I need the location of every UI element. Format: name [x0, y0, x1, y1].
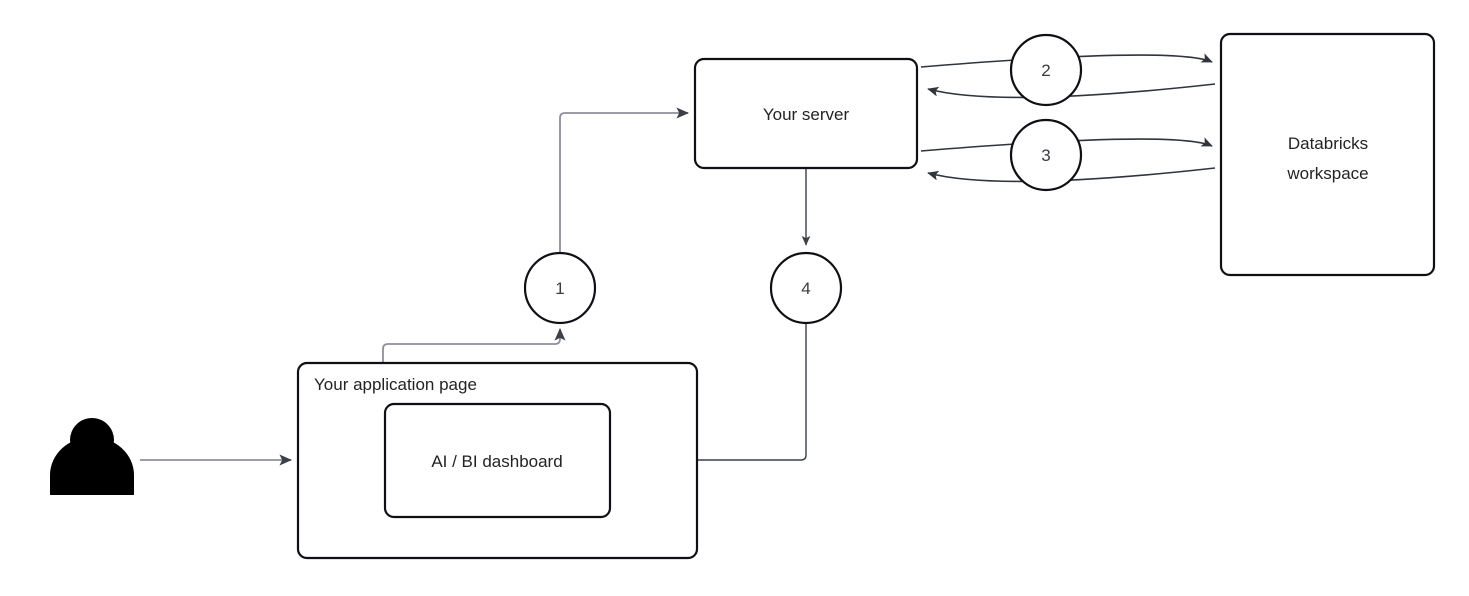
your-application-page-label: Your application page	[314, 375, 477, 394]
node-your-application-page[interactable]: Your application page AI / BI dashboard	[296, 361, 699, 560]
ai-bi-dashboard-box[interactable]	[383, 402, 612, 519]
step-marker-4[interactable]: 4	[769, 251, 843, 325]
databricks-workspace-label-line1: Databricks	[1288, 134, 1368, 153]
step-marker-2[interactable]: 2	[1009, 33, 1083, 107]
step-3-circle[interactable]	[1009, 118, 1083, 192]
actor-user-icon	[50, 418, 134, 495]
step-marker-3[interactable]: 3	[1009, 118, 1083, 192]
connector-step-4-to-dashboard	[618, 323, 807, 465]
node-your-server[interactable]: Your server	[693, 57, 919, 170]
connector-step-1-to-server	[559, 107, 690, 253]
actor-body-icon	[50, 437, 134, 495]
step-2-label: 2	[1041, 61, 1050, 80]
step-1-label: 1	[555, 279, 564, 298]
step-1-circle[interactable]	[523, 251, 597, 325]
step-marker-1[interactable]: 1	[523, 251, 597, 325]
databricks-workspace-box[interactable]	[1219, 32, 1436, 277]
step-4-circle[interactable]	[769, 251, 843, 325]
your-server-label: Your server	[763, 105, 850, 124]
connector-app-page-to-step-1	[382, 327, 566, 362]
step-2-circle[interactable]	[1009, 33, 1083, 107]
databricks-workspace-label-line2: workspace	[1286, 164, 1368, 183]
step-4-label: 4	[801, 279, 810, 298]
your-server-box[interactable]	[693, 57, 919, 170]
node-databricks-workspace[interactable]: Databricks workspace	[1219, 32, 1436, 277]
ai-bi-dashboard-label: AI / BI dashboard	[431, 452, 562, 471]
step-3-label: 3	[1041, 146, 1050, 165]
